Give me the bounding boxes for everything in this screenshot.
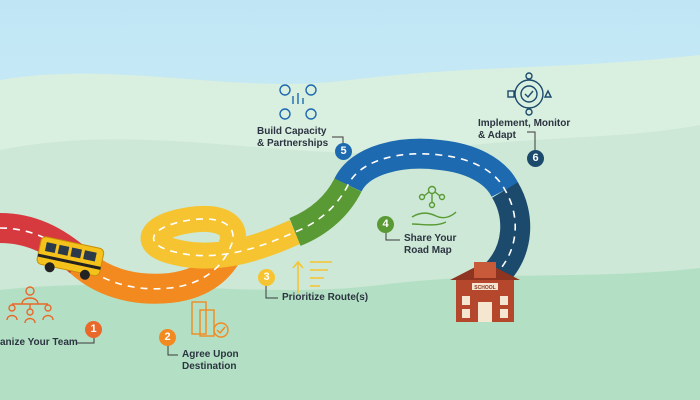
leader-line-1	[77, 336, 95, 344]
network-hand-icon	[411, 185, 457, 226]
school-building-icon	[450, 262, 520, 322]
step-5-badge: 5	[335, 143, 352, 160]
step-1-label: anize Your Team	[0, 337, 78, 348]
step-1-badge: 1	[85, 321, 102, 338]
checklist-icon	[191, 301, 229, 338]
leader-line-2	[167, 345, 178, 356]
leader-line-6	[527, 131, 536, 150]
step-2-label-line-1: Agree Upon	[182, 349, 239, 360]
step-5-label: Build Capacity & Partnerships	[257, 126, 328, 150]
team-icon	[6, 286, 54, 324]
step-2-label-line-2: Destination	[182, 361, 237, 372]
step-5-label-line-2: & Partnerships	[257, 138, 329, 149]
step-4-label: Share Your Road Map	[404, 233, 456, 257]
step-5-label-line-1: Build Capacity	[257, 126, 327, 137]
step-3-label: Prioritize Route(s)	[282, 292, 369, 303]
road-segment-navy	[483, 182, 531, 286]
step-2-label: Agree Upon Destination	[182, 349, 239, 373]
step-6-badge: 6	[527, 150, 544, 167]
gear-cycle-icon	[507, 72, 553, 116]
priority-bars-icon	[292, 260, 332, 293]
partnership-chart-icon	[279, 84, 317, 120]
step-6-label-line-2: & Adapt	[478, 130, 516, 141]
road	[0, 138, 531, 304]
leader-line-3	[265, 285, 278, 299]
step-4-badge: 4	[377, 216, 394, 233]
step-6-label: Implement, Monitor & Adapt	[478, 118, 570, 142]
school-sign: SCHOOL	[474, 285, 495, 291]
school-sign-board	[472, 283, 498, 290]
leader-lines	[77, 131, 536, 356]
step-4-label-line-1: Share Your	[404, 233, 457, 244]
step-2-badge: 2	[159, 329, 176, 346]
step-3-badge: 3	[258, 269, 275, 286]
school-bus-icon	[36, 236, 105, 280]
leader-line-5	[332, 136, 344, 143]
step-6-label-line-1: Implement, Monitor	[478, 118, 571, 129]
step-4-label-line-2: Road Map	[404, 245, 452, 256]
leader-line-4	[385, 232, 400, 241]
